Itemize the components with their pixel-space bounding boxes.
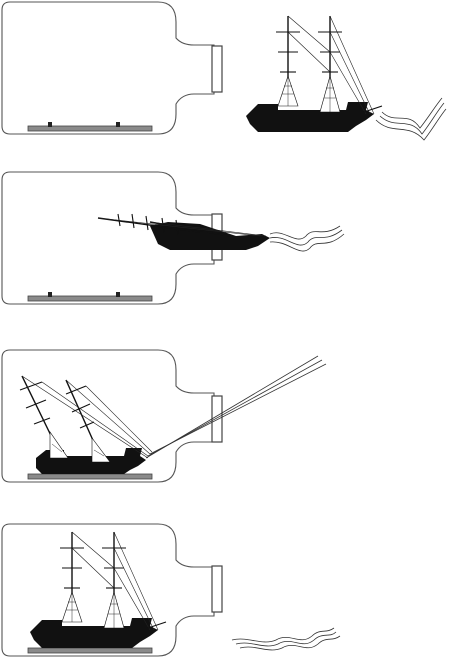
step-3 — [1, 349, 327, 483]
bottle-outline — [1, 1, 215, 135]
pulling-threads — [145, 355, 327, 459]
bottle-cork — [211, 565, 223, 613]
step-1 — [1, 1, 447, 141]
rigging-threads — [375, 97, 447, 141]
plank-peg — [48, 292, 52, 297]
display-plank — [27, 295, 153, 302]
step-4 — [1, 523, 341, 657]
plank-peg — [116, 292, 120, 297]
ship-model-folded — [97, 213, 270, 250]
ship-model — [19, 375, 153, 474]
display-plank — [27, 125, 153, 132]
bottle-cork — [211, 395, 223, 443]
plank-peg — [48, 122, 52, 127]
display-plank — [27, 647, 153, 654]
step-2 — [1, 171, 345, 305]
ship-model — [245, 15, 383, 133]
ship-model — [29, 531, 167, 649]
rigging-threads — [269, 225, 345, 252]
plank-peg — [116, 122, 120, 127]
display-plank — [27, 473, 153, 480]
cut-threads — [231, 627, 341, 651]
bottle-cork — [211, 45, 223, 93]
